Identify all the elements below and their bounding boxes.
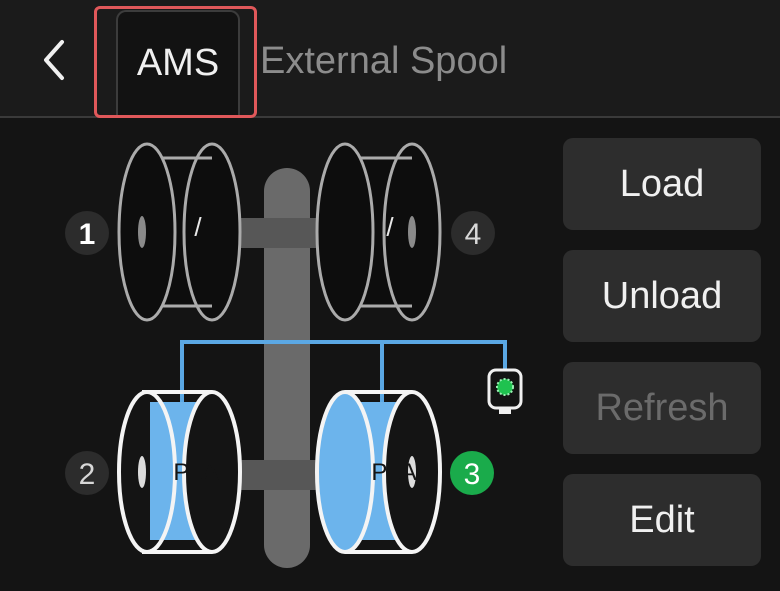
slot-number-1: 1 <box>79 218 96 251</box>
spool-material-label: PLA <box>173 459 218 486</box>
spool-slot-1[interactable]: / <box>117 142 242 322</box>
edit-button[interactable]: Edit <box>563 474 761 566</box>
slot-number-4: 4 <box>465 218 482 251</box>
top-bar: AMS External Spool <box>0 0 780 118</box>
slot-badge-4 <box>451 211 495 255</box>
spool-label: / <box>386 212 394 242</box>
load-button[interactable]: Load <box>563 138 761 230</box>
tab-ams[interactable]: AMS <box>116 10 240 118</box>
slot-number-2: 2 <box>79 458 96 491</box>
spool-slot-4[interactable]: / <box>315 142 442 322</box>
spool-flange <box>182 142 242 322</box>
filament-path <box>180 340 507 402</box>
tab-external-spool[interactable]: External Spool <box>260 40 508 82</box>
spool-flange <box>315 142 375 322</box>
spool-material-label: PLA <box>371 459 416 486</box>
spool-hub-hole <box>138 216 146 248</box>
spool-label: / <box>194 212 202 242</box>
spool-hub-hole <box>138 456 146 488</box>
slot-badge-2 <box>65 451 109 495</box>
slot-badge-3-active <box>450 451 494 495</box>
slot-badge-1 <box>65 211 109 255</box>
spool-slot-2[interactable]: PLA <box>117 390 242 554</box>
ams-spool-diagram: / / PLA <box>65 142 523 568</box>
chevron-left-icon <box>44 40 64 80</box>
spool-flange <box>315 390 375 554</box>
spool-hub-hole <box>408 216 416 248</box>
spool-flange <box>117 142 177 322</box>
refresh-button[interactable]: Refresh <box>563 362 761 454</box>
ams-diagram: / / PLA <box>0 118 560 586</box>
back-button[interactable] <box>30 30 80 90</box>
unload-button[interactable]: Unload <box>563 250 761 342</box>
spool-hub-hole <box>408 456 416 488</box>
slot-number-3: 3 <box>464 458 481 491</box>
selection-highlight <box>94 6 257 118</box>
filament-sensor-icon <box>487 368 523 414</box>
tab-ams-label: AMS <box>136 42 220 84</box>
spool-flange <box>117 390 177 554</box>
spool-slot-3[interactable]: PLA <box>315 390 442 554</box>
spool-flange <box>182 390 242 554</box>
